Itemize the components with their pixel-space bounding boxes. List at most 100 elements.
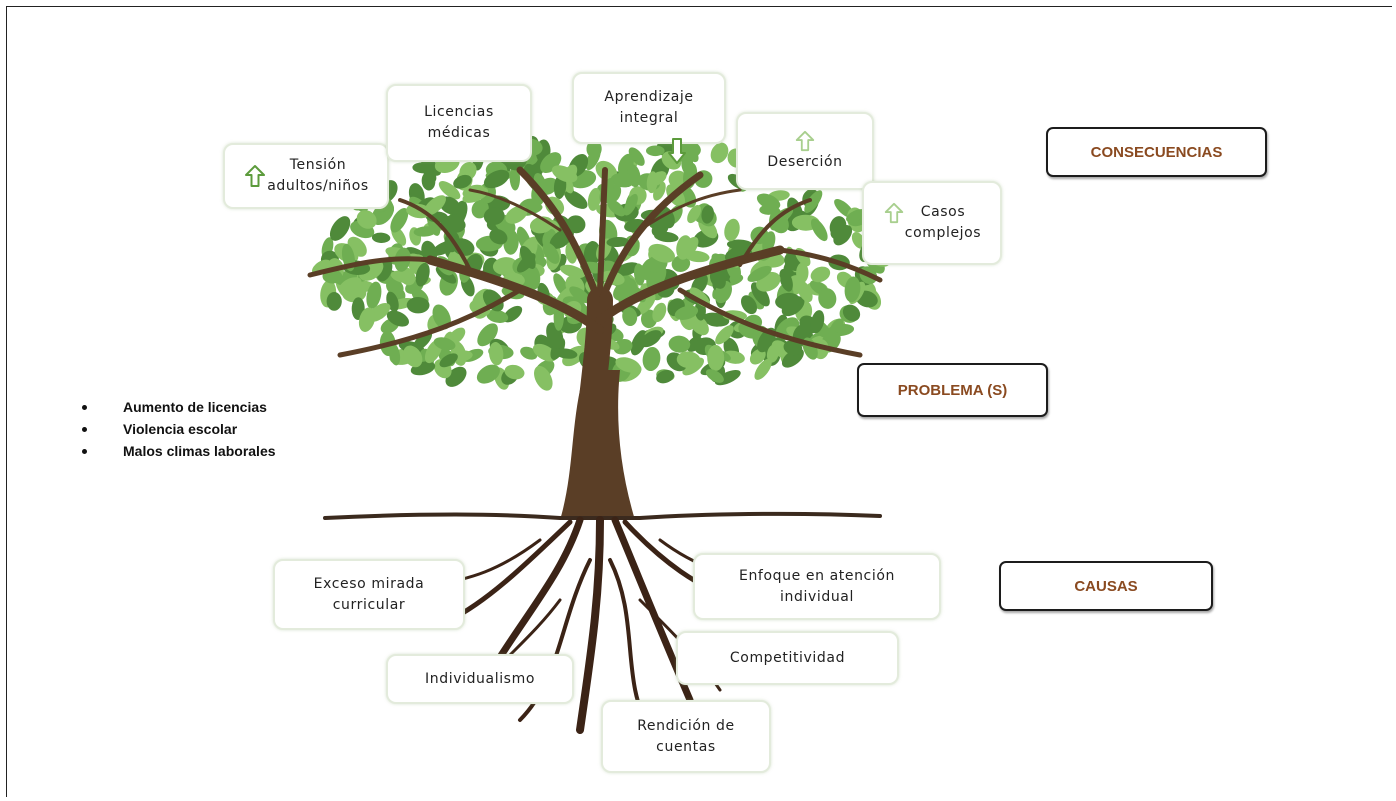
cause-competitividad: Competitividad: [676, 631, 899, 685]
consequence-desercion: Deserción: [736, 112, 874, 190]
label-problema: PROBLEMA (S): [857, 363, 1048, 417]
leaf: [524, 265, 541, 290]
consequence-desercion-text: Deserción: [767, 153, 843, 170]
up-arrow-icon: [884, 202, 903, 224]
leaf: [489, 229, 508, 245]
leaf: [844, 276, 861, 303]
leaf: [412, 162, 436, 174]
leaf: [439, 353, 458, 368]
down-arrow-icon: [668, 138, 686, 164]
leaf: [640, 330, 662, 348]
cause-rendicion: Rendición de cuentas: [601, 700, 771, 773]
leaf: [818, 288, 837, 309]
leaf: [707, 344, 725, 371]
leaf: [701, 205, 714, 224]
leaf: [656, 370, 675, 384]
leaf: [406, 296, 430, 314]
problem-item: Violencia escolar: [76, 418, 276, 440]
leaf: [413, 226, 438, 237]
leaf: [587, 187, 601, 211]
leaf: [674, 305, 699, 320]
leaf: [846, 209, 867, 223]
leaf: [483, 169, 510, 189]
leaf: [796, 262, 809, 284]
leaf: [390, 208, 409, 233]
consequence-casos: Casos complejos: [862, 181, 1002, 265]
leaf: [433, 337, 456, 351]
leaf: [520, 346, 538, 360]
leaf: [366, 281, 382, 309]
consequence-aprendizaje-text: Aprendizaje integral: [604, 89, 694, 126]
leaf: [705, 369, 724, 383]
diagram-frame: [6, 6, 1392, 797]
leaf: [486, 309, 509, 323]
leaf: [654, 231, 679, 243]
label-causas: CAUSAS: [999, 561, 1213, 611]
leaf: [453, 174, 472, 189]
leaf: [356, 210, 377, 229]
leaf: [358, 307, 376, 332]
consequence-licencias: Licencias médicas: [386, 84, 532, 162]
cause-enfoque: Enfoque en atención individual: [693, 553, 941, 620]
leaf: [415, 262, 430, 287]
leaf: [569, 286, 591, 304]
leaf: [833, 225, 853, 246]
cause-competitividad-text: Competitividad: [729, 649, 846, 666]
leaf: [585, 147, 601, 171]
leaf: [489, 342, 504, 366]
leaf: [492, 257, 518, 275]
leaf: [615, 262, 640, 276]
leaf: [710, 142, 729, 164]
consequence-casos-text: Casos complejos: [904, 204, 982, 241]
leaf: [668, 335, 691, 353]
leaf: [756, 193, 781, 210]
leaf: [386, 278, 404, 296]
tree-trunk: [560, 370, 635, 520]
leaf: [648, 171, 667, 187]
cause-enfoque-text: Enfoque en atención individual: [739, 567, 895, 605]
leaf: [648, 243, 675, 263]
leaf: [503, 229, 519, 255]
leaf: [566, 215, 586, 234]
leaf: [642, 346, 661, 372]
leaf: [386, 310, 409, 327]
leaf: [388, 342, 401, 366]
consequence-aprendizaje: Aprendizaje integral: [572, 72, 726, 144]
leaf: [623, 193, 638, 216]
leaf: [613, 338, 633, 355]
leaf: [432, 304, 451, 330]
leaf: [781, 296, 805, 317]
leaf: [634, 263, 645, 286]
cause-exceso-text: Exceso mirada curricular: [313, 575, 425, 613]
cause-rendicion-text: Rendición de cuentas: [637, 717, 735, 755]
leaf: [709, 269, 726, 289]
leaf: [371, 232, 391, 244]
cause-individualismo: Individualismo: [386, 654, 574, 704]
leaf: [779, 268, 793, 292]
leaf: [687, 205, 702, 224]
leaf: [440, 215, 466, 233]
leaf: [851, 232, 866, 249]
leaf: [551, 165, 578, 183]
problem-item: Aumento de licencias: [76, 396, 276, 418]
leaf: [676, 351, 701, 369]
leaf: [645, 145, 665, 157]
leaf: [505, 205, 528, 224]
leaf: [748, 291, 765, 310]
cause-individualismo-text: Individualismo: [425, 670, 535, 687]
leaf: [747, 265, 772, 282]
leaf: [542, 242, 560, 264]
up-arrow-icon: [245, 165, 266, 187]
leaf: [607, 199, 626, 217]
leaf: [311, 259, 331, 275]
leaf: [810, 218, 828, 242]
leaf: [519, 245, 536, 269]
leaf: [628, 147, 645, 166]
leaf: [564, 190, 588, 209]
leaf: [413, 331, 433, 351]
leaf: [630, 330, 648, 356]
leaf: [652, 302, 667, 323]
leaf: [534, 365, 553, 391]
leaf: [671, 255, 691, 272]
